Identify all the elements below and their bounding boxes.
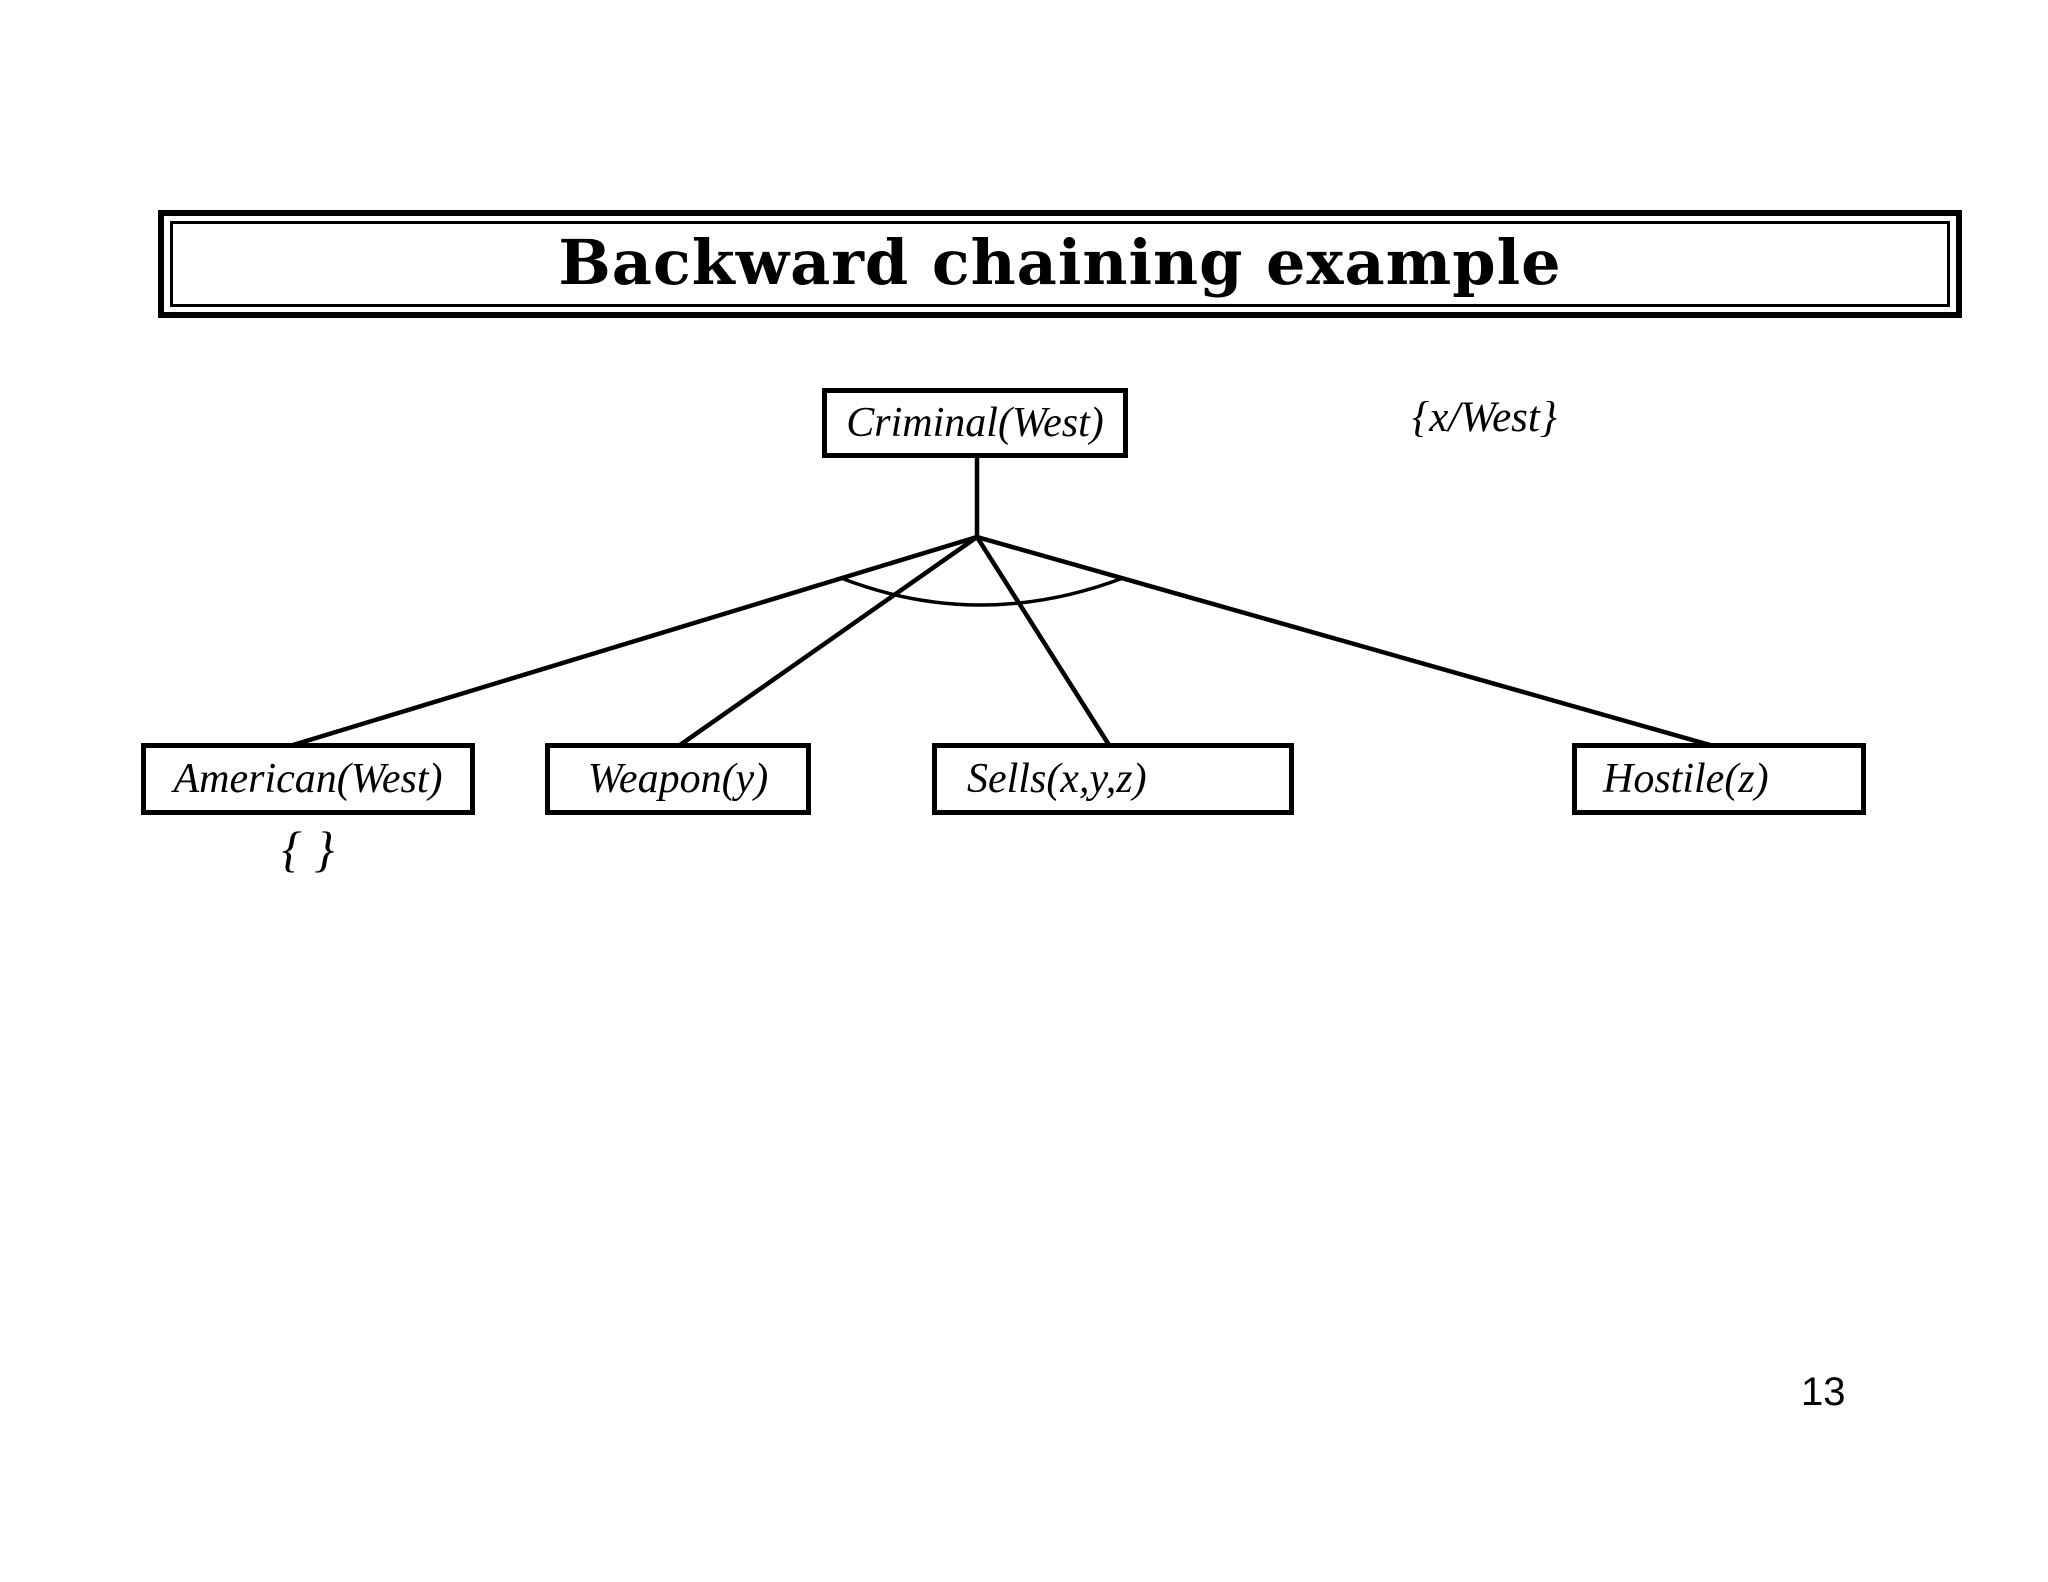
- edge-criminal-sells: [974, 534, 1112, 748]
- page-number: 13: [1801, 1370, 1846, 1414]
- node-sells-xyz: Sells(x,y,z): [932, 743, 1294, 815]
- title-box: Backward chaining example: [158, 210, 1962, 318]
- edge-criminal-weapon: [677, 534, 980, 748]
- substitution-empty: { }: [141, 820, 475, 878]
- edge-criminal-american: [290, 534, 980, 748]
- node-sells-xyz-label: Sells(x,y,z): [967, 756, 1147, 802]
- slide-title: Backward chaining example: [558, 225, 1562, 299]
- title-box-inner-border: Backward chaining example: [170, 221, 1950, 307]
- node-criminal-west: Criminal(West): [822, 388, 1128, 458]
- substitution-x-west-label: {x/West}: [1412, 394, 1558, 441]
- substitution-empty-label: { }: [281, 821, 335, 877]
- node-criminal-west-label: Criminal(West): [846, 400, 1104, 446]
- node-american-west-label: American(West): [173, 756, 443, 802]
- node-weapon-y-label: Weapon(y): [587, 756, 769, 802]
- node-weapon-y: Weapon(y): [545, 743, 811, 815]
- and-arc: [839, 576, 1125, 607]
- node-hostile-z-label: Hostile(z): [1603, 756, 1769, 802]
- edge-criminal-hostile: [974, 534, 1713, 748]
- node-hostile-z: Hostile(z): [1572, 743, 1866, 815]
- node-american-west: American(West): [141, 743, 475, 815]
- substitution-x-west: {x/West}: [1412, 393, 1557, 442]
